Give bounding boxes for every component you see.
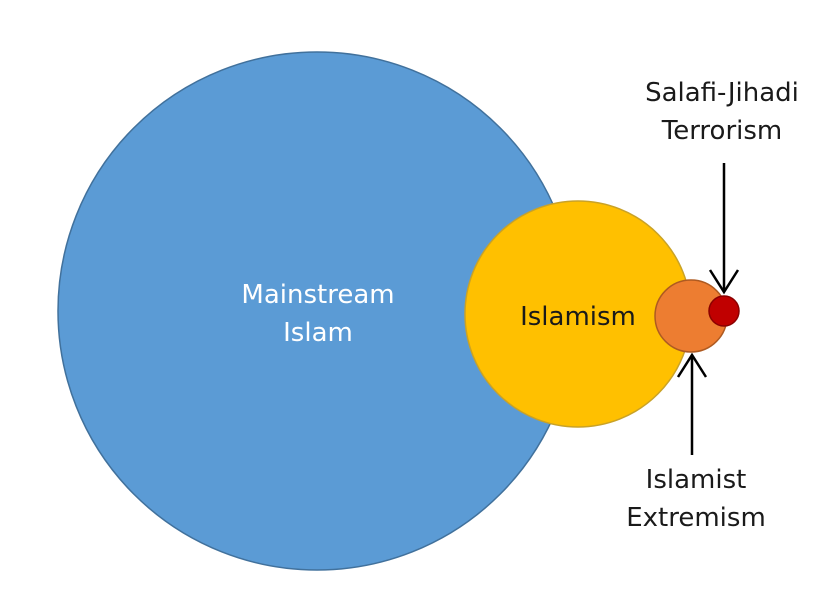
jihadi-arrow	[708, 163, 740, 295]
salafi-jihadi-label-line2: Terrorism	[661, 116, 783, 146]
mainstream-islam-label-line2: Islam	[283, 318, 353, 348]
islamist-extremism-label: Islamist Extremism	[596, 461, 796, 537]
islamist-extremism-label-line2: Extremism	[626, 503, 766, 533]
salafi-jihadi-terrorism-label: Salafi-Jihadi Terrorism	[616, 74, 828, 150]
salafi-jihadi-terrorism-circle	[708, 295, 740, 327]
islamism-label: Islamism	[498, 298, 658, 336]
mainstream-islam-label: Mainstream Islam	[218, 276, 418, 352]
mainstream-islam-label-line1: Mainstream	[241, 280, 395, 310]
islamism-label-text: Islamism	[520, 302, 636, 332]
islamist-extremism-label-line1: Islamist	[645, 465, 747, 495]
extremism-arrow	[676, 352, 708, 455]
salafi-jihadi-label-line1: Salafi-Jihadi	[645, 78, 799, 108]
